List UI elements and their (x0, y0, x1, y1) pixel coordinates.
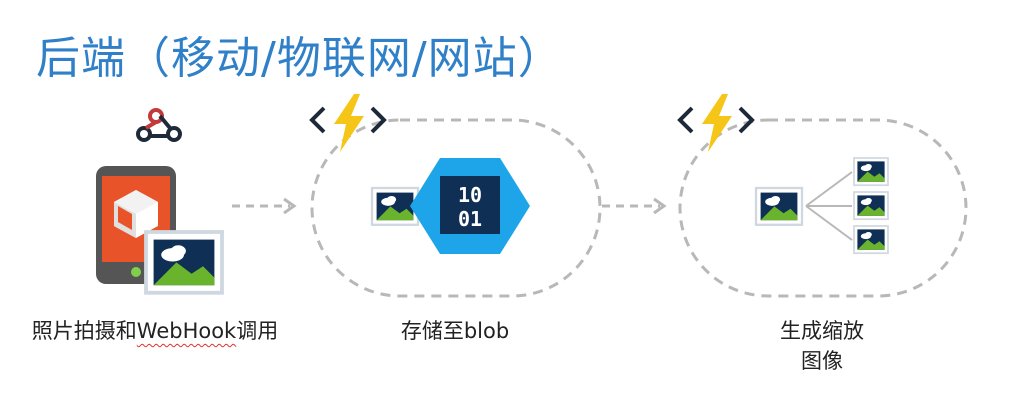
azure-function-icon (678, 92, 754, 154)
function-boundary (678, 118, 968, 298)
resize-lines (805, 171, 853, 241)
page-title: 后端（移动/物联网/网站） (36, 33, 563, 84)
webhook-icon (136, 108, 182, 142)
blob-storage-icon: 10 01 (410, 158, 530, 254)
arrow-icon (232, 197, 297, 215)
blob-bits-row1: 10 (458, 183, 482, 207)
image-icon (754, 186, 804, 226)
step-caption-blob: 存储至blob (400, 319, 510, 343)
image-icon (853, 225, 889, 255)
arrow-icon (602, 197, 667, 215)
function-boundary (310, 118, 602, 298)
blob-bits-row2: 01 (458, 207, 482, 231)
image-icon (853, 157, 889, 187)
image-icon (853, 191, 889, 221)
step-caption-resize: 生成缩放图像 (780, 319, 864, 373)
step-caption-photo: 照片拍摄和WebHook调用 (31, 319, 279, 343)
image-icon (144, 230, 224, 295)
